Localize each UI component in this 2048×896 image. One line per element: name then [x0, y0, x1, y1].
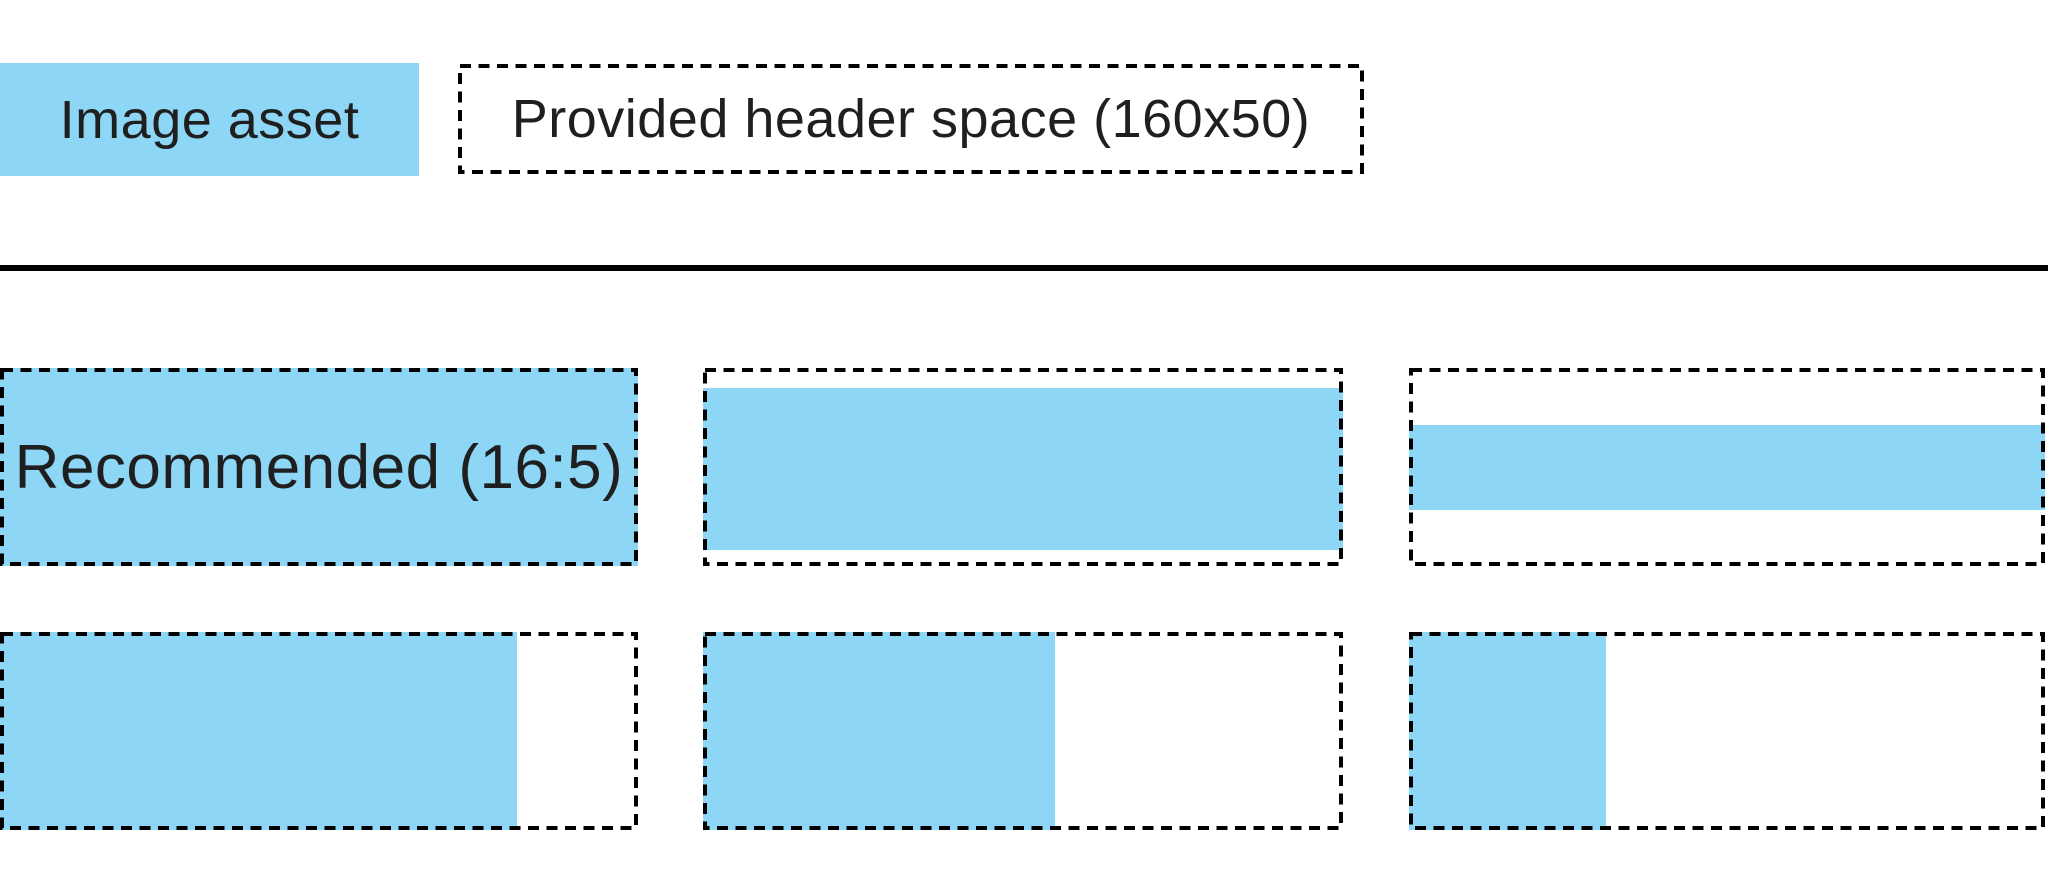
- example-full-width-thin-band: [1409, 368, 2045, 566]
- image-asset-fill: [0, 368, 638, 566]
- example-full-height-wide: [0, 632, 638, 830]
- dashed-border-icon: [0, 368, 638, 566]
- legend-header-space-box: Provided header space (160x50): [458, 64, 1364, 174]
- dashed-border-icon: [1409, 368, 2045, 566]
- dashed-border-icon: [703, 632, 1343, 830]
- example-full-height-narrow: [1409, 632, 2045, 830]
- legend-header-space-label: Provided header space (160x50): [511, 89, 1311, 149]
- legend-image-asset-swatch: Image asset: [0, 63, 419, 176]
- dashed-border-icon: [703, 368, 1343, 566]
- image-asset-fill: [1409, 632, 1607, 830]
- image-asset-fill: [703, 632, 1055, 830]
- image-asset-fill: [703, 387, 1343, 551]
- section-divider: [0, 265, 2048, 271]
- recommended-label: Recommended (16:5): [14, 432, 624, 502]
- image-asset-fill: [1409, 425, 2045, 510]
- example-full-width-letterboxed: [703, 368, 1343, 566]
- example-recommended-16-5: Recommended (16:5): [0, 368, 638, 566]
- image-asset-fill: [0, 632, 517, 830]
- example-full-height-medium: [703, 632, 1343, 830]
- dashed-border-icon: [458, 64, 1364, 174]
- dashed-border-icon: [1409, 632, 2045, 830]
- legend-image-asset-label: Image asset: [59, 89, 360, 150]
- dashed-border-icon: [0, 632, 638, 830]
